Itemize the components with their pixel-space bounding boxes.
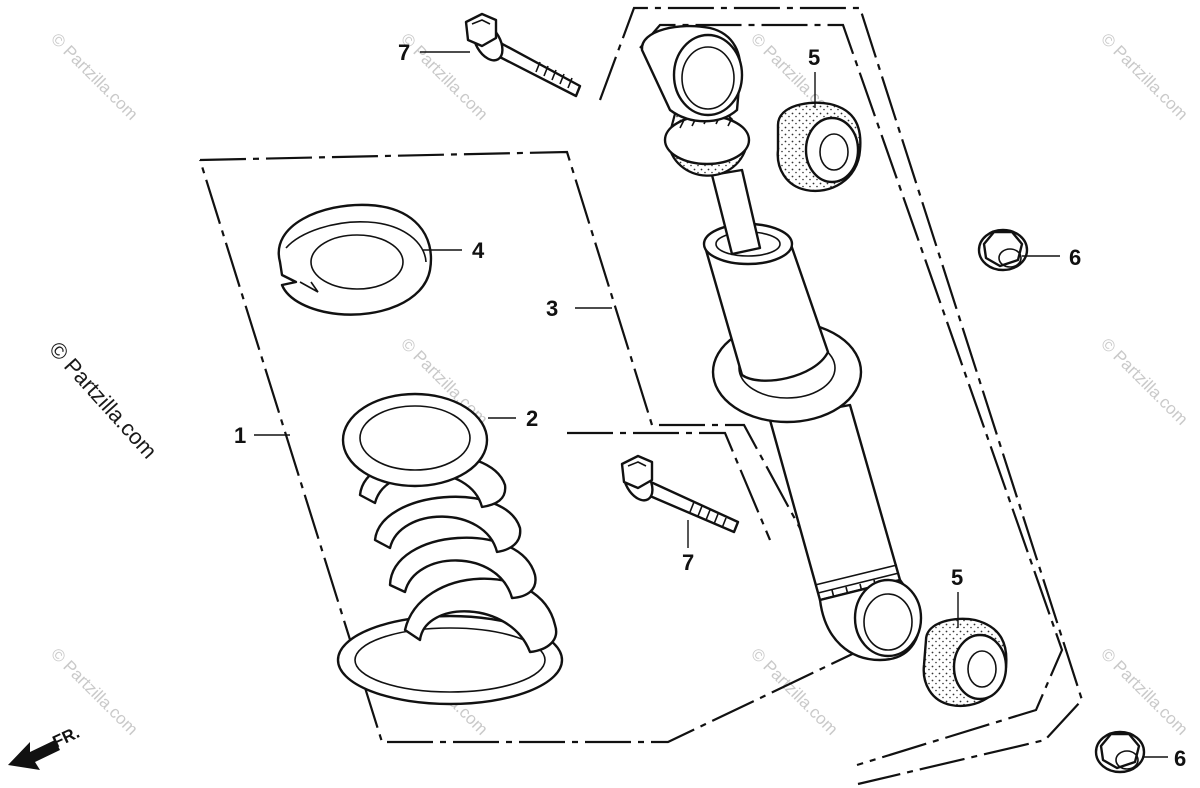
leader-lines [254, 51, 1168, 758]
shock-absorber[interactable] [640, 24, 923, 662]
callout-5-lower[interactable]: 5 [951, 565, 963, 590]
callout-5-upper[interactable]: 5 [808, 45, 820, 70]
callout-7-lower[interactable]: 7 [682, 550, 694, 575]
upper-flange-nut[interactable] [977, 228, 1029, 272]
callout-2[interactable]: 2 [526, 406, 538, 431]
lower-flange-nut[interactable] [1094, 730, 1146, 774]
watermark-layer: © Partzilla.com © Partzilla.com © Partzi… [44, 29, 1191, 738]
callout-1[interactable]: 1 [234, 423, 246, 448]
callout-4[interactable]: 4 [472, 238, 485, 263]
watermark: © Partzilla.com [1097, 334, 1191, 428]
callout-6-lower[interactable]: 6 [1174, 746, 1186, 771]
callout-6-upper[interactable]: 6 [1069, 245, 1081, 270]
shock-group-inner-outline [639, 23, 1064, 767]
lower-rubber-bushing[interactable] [922, 617, 1008, 708]
front-direction-marker: FR. [8, 723, 83, 770]
watermark: © Partzilla.com [1097, 644, 1191, 738]
watermark-copyright: © Partzilla.com [44, 337, 162, 464]
callout-3[interactable]: 3 [546, 296, 558, 321]
watermark: © Partzilla.com [47, 29, 141, 123]
spring-seat[interactable] [277, 203, 433, 316]
bolt-group-outline [567, 431, 772, 541]
front-direction-arrow-icon [8, 740, 60, 770]
upper-flange-bolt[interactable] [464, 12, 582, 98]
upper-rubber-bushing[interactable] [776, 101, 862, 193]
watermark: © Partzilla.com [47, 644, 141, 738]
lower-flange-bolt[interactable] [618, 454, 740, 534]
coil-spring[interactable] [336, 392, 564, 706]
callouts: 7 4 2 3 1 5 5 6 6 7 [234, 40, 1186, 771]
watermark: © Partzilla.com [1097, 29, 1191, 123]
watermark: © Partzilla.com [747, 644, 841, 738]
shock-group-outline [598, 6, 1084, 786]
callout-7-upper[interactable]: 7 [398, 40, 410, 65]
